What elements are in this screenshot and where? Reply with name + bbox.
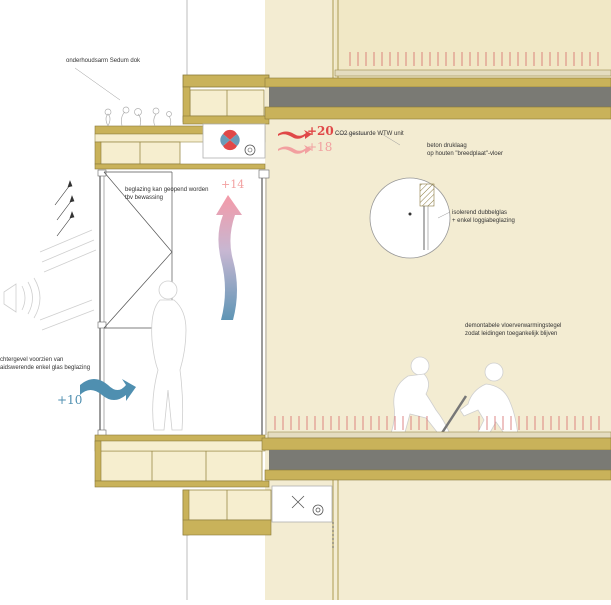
roof-beam [182,115,270,125]
outside-temperature: +10 [57,393,83,407]
lower-vent-box [271,485,333,523]
ventilation-fan-icon [220,129,240,151]
inner-glazing-frame-top [258,169,270,179]
concrete-floor-label-1: beton druklaag [427,143,467,149]
roof-ceiling-timber-bottom [94,163,266,170]
loggia-floor-timber-bottom [94,480,270,488]
outside-air-arrow [80,379,136,401]
upper-slab-concrete [269,87,611,107]
wtw-unit-label: CO2 gestuurde WTW unit [335,131,404,137]
sedum-plants [104,106,172,127]
loggia-floor-edge [94,440,102,482]
facade-label-1: chtergevel voorzien van [0,357,64,363]
upper-slab-timber-bottom [264,106,611,120]
upper-wall-band [335,0,611,78]
floor-tile-label-2: zodat leidingen toegankelijk blijven [465,331,558,337]
loggia-floor-timber-top [94,434,266,442]
lower-block-timber-bottom [182,519,272,536]
sedum-roof-label: onderhoudsarm Sedum dok [66,58,141,64]
outer-glazing-hinge-top [97,169,107,177]
roof-parapet [182,74,270,88]
lower-floor-finish [267,431,611,439]
lifted-floor-tile [438,395,468,437]
lower-slab-concrete [269,450,611,470]
concrete-floor-label-2: op houten "breedplaat"-vloer [427,151,503,157]
loggia-temperature: +14 [221,178,245,191]
floor-tile-label-1: demontabele vloerverwarmingstegel [465,323,562,329]
facade-label-2: aidswerende enkel glas beglazing [0,365,91,371]
outer-glazing-hinge-mid [97,321,107,329]
warm-supply-arrow [278,130,312,139]
supply-warm-temperature: +20 [307,124,334,138]
lower-slab-timber-top [261,437,611,451]
standing-person-silhouette [151,280,187,431]
roof-ceiling-timber [94,141,102,165]
loggia-floor-insulation [99,450,263,482]
cool-supply-arrow [278,145,312,154]
upper-slab-timber-top [264,77,611,88]
rising-air-arrow [216,195,242,320]
glazing-open-label-1: beglazing kan geopend worden [125,187,209,193]
supply-cool-temperature: +18 [307,140,333,154]
upper-floor-finish [334,69,611,77]
glazing-open-label-2: tbv bewassing [125,195,164,201]
sound-waves-icon [3,229,97,331]
double-glass-label-2: + enkel loggiabeglazing [452,218,515,224]
lower-slab-timber-bottom [264,469,611,481]
wind-arrows-icon [54,180,75,237]
lower-wall-band [335,478,611,600]
upper-floor-heating-marks [349,52,599,66]
leader-lines [74,67,401,146]
double-glass-label-1: isolerend dubbelglas [452,210,508,216]
extract-valve-icon [244,144,256,156]
extract-vent-icon [291,495,324,516]
kneeling-person-silhouette [389,356,451,437]
lower-floor-heating-marks [274,416,600,430]
loggia-floor-band [94,440,266,452]
